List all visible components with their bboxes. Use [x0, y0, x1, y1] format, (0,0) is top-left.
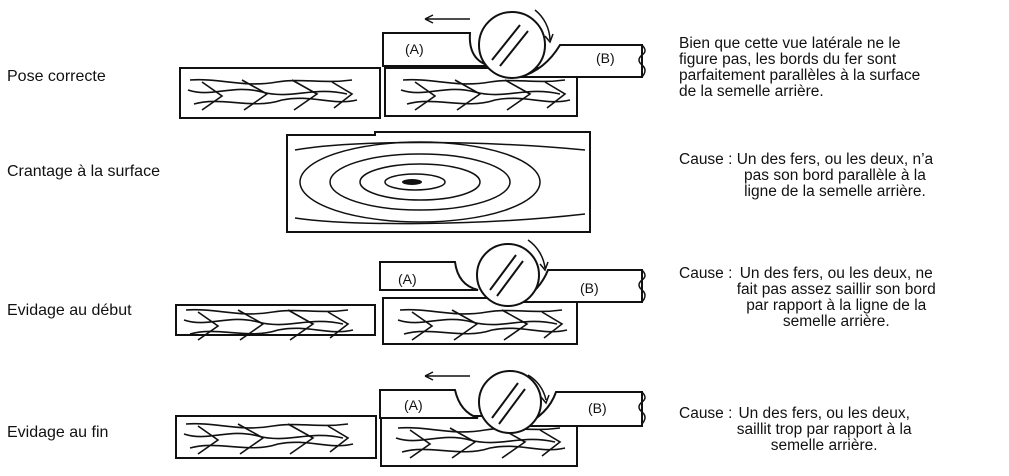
- description-crantage: Cause : Un des fers, ou les deux, n’a pa…: [679, 152, 933, 200]
- diagram-evidage-debut: (A) (B): [175, 239, 646, 345]
- diagram-crantage: [286, 131, 591, 233]
- desc-line: parfaitement parallèles à la surface: [679, 67, 921, 84]
- blade-label-a-3: (A): [398, 271, 417, 287]
- diagram-pose-correcte: (A) (B): [179, 9, 646, 119]
- blade-label-b: (B): [596, 50, 615, 66]
- desc-line: figure pas, les bords du fer sont: [679, 51, 897, 68]
- description-evidage-debut: Cause : Un des fers, ou les deux, ne fai…: [679, 266, 936, 330]
- label-evidage-fin: Evidage au fin: [7, 424, 109, 441]
- desc-line: semelle arrière.: [782, 313, 890, 330]
- blade-label-b-3: (B): [580, 280, 599, 296]
- blade-label-a: (A): [405, 41, 424, 57]
- cause-key: Cause :: [679, 151, 737, 168]
- desc-line: pas son bord parallèle à la: [744, 167, 926, 184]
- blade-label-b-4: (B): [588, 400, 607, 416]
- label-crantage: Crantage à la surface: [7, 163, 160, 180]
- blade-label-a-4: (A): [404, 397, 423, 413]
- description-pose-correcte: Bien que cette vue latérale ne le figure…: [679, 36, 920, 100]
- diagram-evidage-fin: (A) (B): [175, 370, 646, 467]
- desc-line: fait pas assez saillir son bord: [736, 281, 936, 298]
- desc-line: de la semelle arrière.: [679, 83, 824, 100]
- cause-key: Cause :: [679, 265, 737, 282]
- desc-line: par rapport à la ligne de la: [746, 297, 927, 314]
- desc-line: Bien que cette vue latérale ne le: [679, 35, 901, 52]
- desc-line: semelle arrière.: [770, 437, 878, 454]
- cause-key: Cause :: [679, 405, 737, 422]
- desc-line: Un des fers, ou les deux, n’a: [736, 151, 934, 168]
- desc-line: saillit trop par rapport à la: [736, 421, 912, 438]
- desc-line: ligne de la semelle arrière.: [744, 183, 926, 200]
- label-pose-correcte: Pose correcte: [7, 68, 106, 85]
- description-evidage-fin: Cause : Un des fers, ou les deux, sailli…: [679, 406, 912, 454]
- desc-line: Un des fers, ou les deux, ne: [739, 265, 933, 282]
- desc-line: Un des fers, ou les deux,: [738, 405, 910, 422]
- label-evidage-debut: Evidage au début: [7, 302, 132, 319]
